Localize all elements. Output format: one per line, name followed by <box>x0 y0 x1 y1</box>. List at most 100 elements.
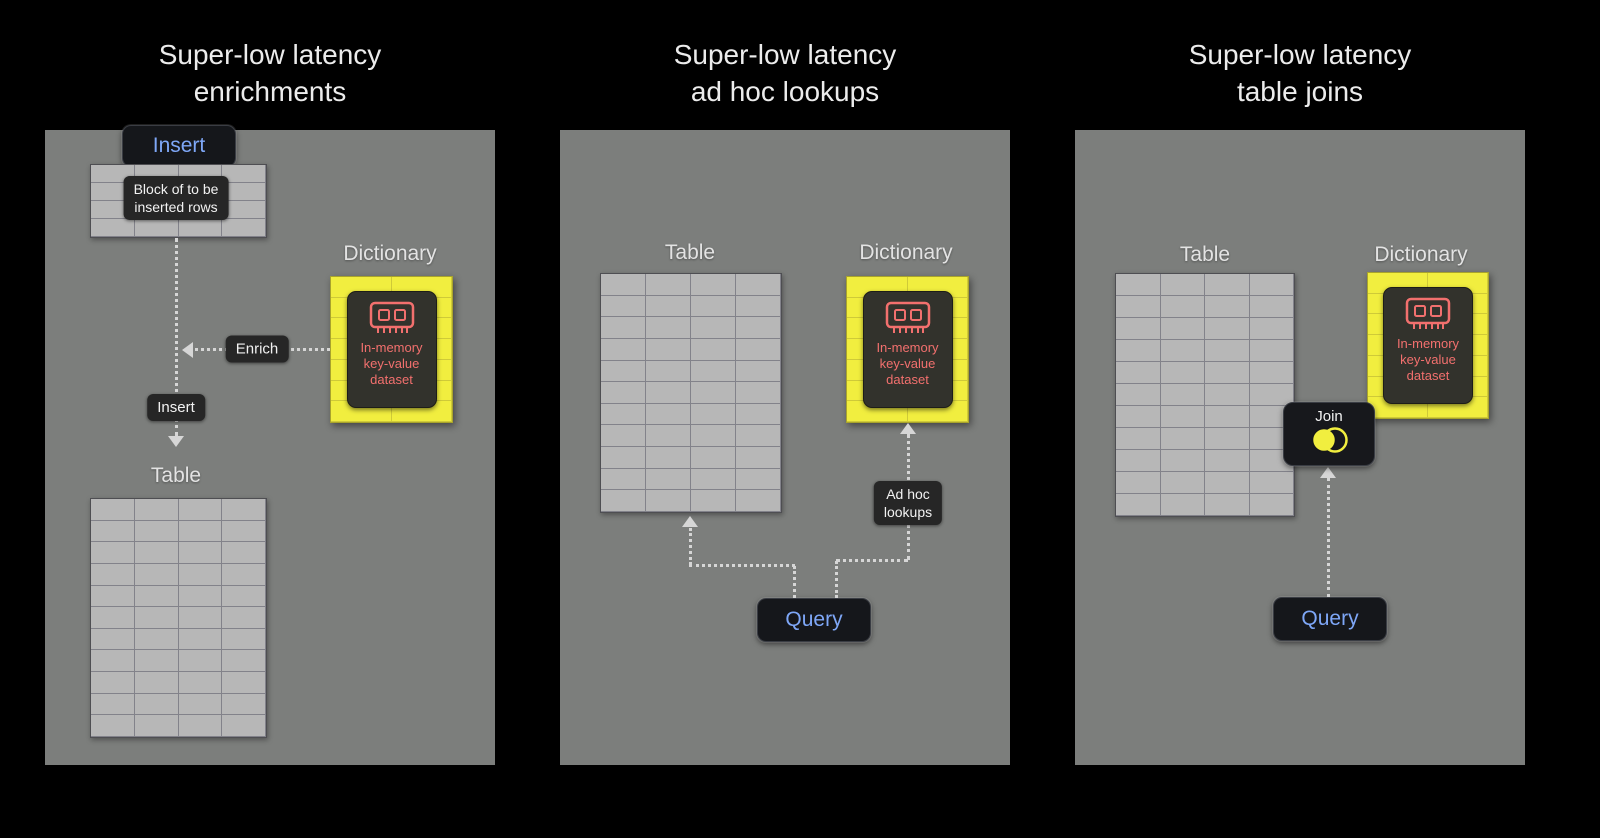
table-cell <box>691 338 736 361</box>
table-cell <box>178 542 223 564</box>
table-cell <box>178 672 223 694</box>
table-cell <box>1116 494 1161 516</box>
dataset-text-line: In-memory <box>360 340 423 355</box>
badge-line: Ad hoc <box>886 486 930 502</box>
table-cell <box>736 317 781 339</box>
table-cell <box>601 360 646 383</box>
table-cell <box>736 468 781 491</box>
table-cell <box>1116 384 1161 406</box>
table-cell <box>134 520 179 543</box>
table-cell <box>222 219 266 237</box>
table-cell <box>1205 296 1250 318</box>
table-grid <box>90 498 267 738</box>
table-cell <box>601 468 646 491</box>
table-cell <box>1160 274 1205 296</box>
table-cell <box>134 585 179 608</box>
table-cell <box>1249 274 1294 296</box>
table-cell <box>1249 494 1294 516</box>
table-cell <box>646 425 691 448</box>
table-cell <box>601 425 646 448</box>
dictionary-box: In-memory key-value dataset <box>330 276 453 423</box>
table-cell <box>601 295 646 318</box>
table-cell <box>1160 472 1205 494</box>
query-button[interactable]: Query <box>1273 597 1387 641</box>
table-cell <box>1249 340 1294 362</box>
table-cell <box>601 274 646 296</box>
table-cell <box>736 274 781 296</box>
table-cell <box>691 295 736 318</box>
table-label: Table <box>1179 243 1231 266</box>
table-cell <box>736 425 781 448</box>
insert-flow-line <box>175 238 178 436</box>
query-flow-line <box>1327 478 1330 597</box>
table-cell <box>222 607 266 629</box>
table-cell <box>1116 362 1161 384</box>
table-cell <box>1116 450 1161 472</box>
table-cell <box>691 317 736 339</box>
block-of-rows-badge: Block of to be inserted rows <box>123 176 229 220</box>
table-cell <box>91 520 135 543</box>
table-cell <box>178 563 223 586</box>
title-adhoc-lookups: Super-low latency ad hoc lookups <box>560 36 1010 110</box>
table-cell <box>736 360 781 383</box>
table-cell <box>1205 318 1250 340</box>
table-cell <box>178 607 223 629</box>
table-cell <box>134 219 179 237</box>
table-cell <box>736 490 781 512</box>
table-cell <box>222 542 266 564</box>
table-cell <box>391 401 452 422</box>
table-cell <box>222 563 266 586</box>
join-arrowhead-icon <box>1320 467 1336 478</box>
title-line: Super-low latency <box>673 39 897 70</box>
title-line: enrichments <box>193 76 347 107</box>
table-cell <box>907 401 968 422</box>
table-cell <box>601 490 646 512</box>
table-cell <box>91 715 135 737</box>
table-cell <box>91 650 135 673</box>
table-cell <box>691 360 736 383</box>
query-flow-line <box>836 559 908 562</box>
table-cell <box>91 219 135 237</box>
dictionary-box: In-memory key-value dataset <box>1367 272 1489 419</box>
table-cell <box>1116 340 1161 362</box>
title-line: ad hoc lookups <box>690 76 880 107</box>
table-cell <box>736 295 781 318</box>
table-cell <box>1160 494 1205 516</box>
table-cell <box>91 672 135 694</box>
table-cell <box>1160 318 1205 340</box>
enrich-badge: Enrich <box>225 335 289 363</box>
table-cell <box>1116 318 1161 340</box>
dataset-text-line: In-memory <box>1396 336 1460 351</box>
table-cell <box>646 317 691 339</box>
table-cell <box>134 693 179 716</box>
table-cell <box>222 165 266 183</box>
join-node: Join <box>1283 402 1375 466</box>
enrich-arrowhead-icon <box>182 342 193 358</box>
table-cell <box>1205 362 1250 384</box>
title-line: Super-low latency <box>158 39 382 70</box>
table-cell <box>691 403 736 426</box>
table-cell <box>91 628 135 651</box>
insert-button[interactable]: Insert <box>122 125 236 167</box>
table-cell <box>222 693 266 716</box>
table-cell <box>691 447 736 469</box>
dataset-text-line: dataset <box>370 372 413 387</box>
table-cell <box>736 403 781 426</box>
adhoc-lookups-badge: Ad hoc lookups <box>873 481 943 525</box>
table-cell <box>1205 494 1250 516</box>
table-cell <box>222 183 266 201</box>
table-cell <box>1205 274 1250 296</box>
table-cell <box>331 401 392 422</box>
dictionary-label: Dictionary <box>1374 243 1468 266</box>
table-cell <box>178 693 223 716</box>
table-cell <box>91 607 135 629</box>
table-cell <box>847 401 908 422</box>
join-label: Join <box>1315 408 1343 425</box>
title-line: table joins <box>1236 76 1364 107</box>
dataset-text-line: key-value <box>1400 352 1456 367</box>
table-cell <box>1116 428 1161 450</box>
query-button[interactable]: Query <box>757 598 871 642</box>
table-cell <box>1368 397 1428 418</box>
table-cell <box>1160 362 1205 384</box>
table-cell <box>646 382 691 404</box>
